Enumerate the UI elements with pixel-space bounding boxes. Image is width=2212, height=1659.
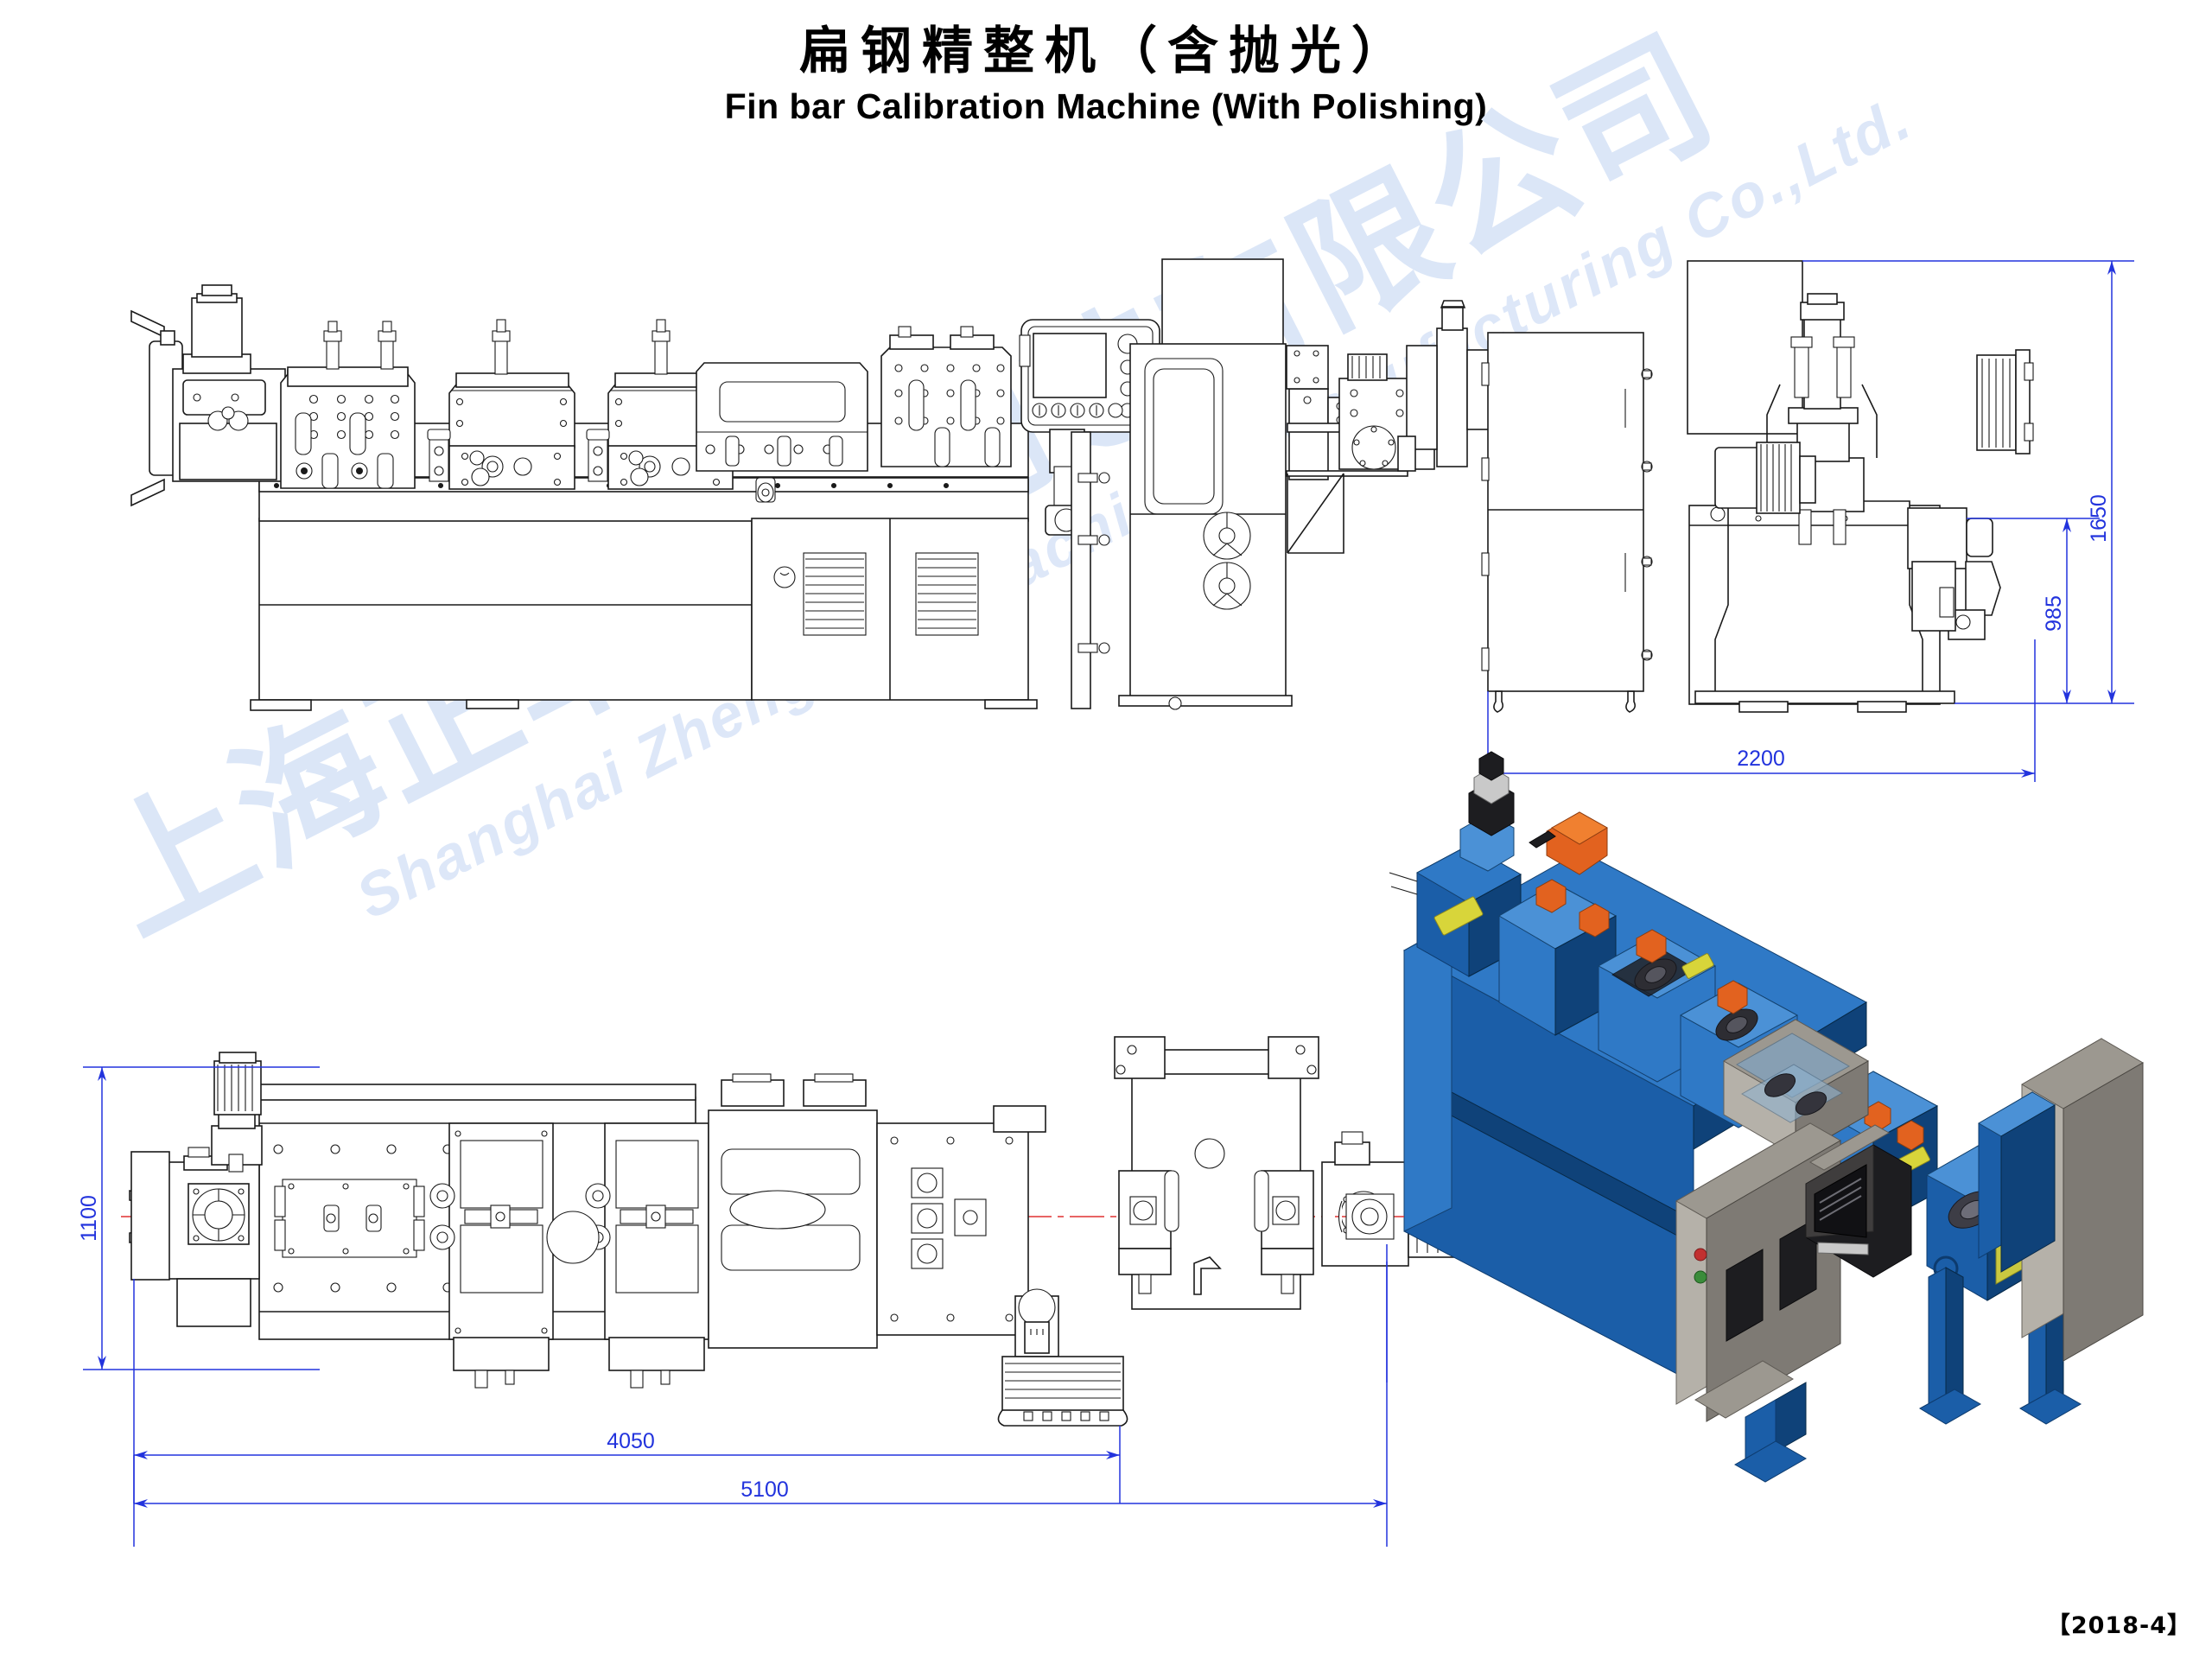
page-title-english: Fin bar Calibration Machine (With Polish… [724, 86, 1488, 127]
cabinet-casters [1493, 690, 1636, 713]
view-plan [121, 1036, 1503, 1427]
iso-polishing-hood [1723, 1019, 1870, 1157]
iso-detail-fragment [1335, 1193, 1404, 1240]
plan-hole-plate [876, 1105, 1046, 1336]
dimension-1650: 1650 [2087, 494, 2111, 543]
polishing-cabinet [1118, 258, 1293, 710]
sheet-code: 【2018-4】 [2046, 1612, 2191, 1639]
hmi-switch-row[interactable] [1032, 403, 1123, 418]
plan-infeed-drive [129, 1052, 263, 1327]
plan-enclosure [708, 1073, 878, 1349]
cabinet-vents [773, 552, 979, 636]
station-1-press [172, 284, 297, 482]
page-title-chinese: 扁钢精整机（含抛光） [798, 21, 1413, 80]
plan-exit-unit [1114, 1036, 1319, 1310]
iso-base-cabinet [1675, 1122, 1842, 1483]
station-3-roller-housing [427, 319, 575, 490]
dimension-985: 985 [2042, 595, 2066, 632]
view-front-elevation [130, 258, 1503, 711]
dimension-4050: 4050 [607, 1429, 655, 1453]
station-2-roller-housing [280, 321, 416, 489]
cabinet-latches[interactable] [1641, 368, 1653, 661]
dimension-2200: 2200 [1737, 747, 1785, 771]
iso-control-console[interactable] [1805, 1124, 1912, 1278]
iso-electrical-cabinet [1978, 1038, 2144, 1362]
dimension-group-side: 1650 985 2200 [1487, 260, 2134, 782]
plan-roller-station-b [546, 1122, 709, 1389]
pipe-fittings [1077, 472, 1110, 654]
cabinet-hinges [1481, 362, 1490, 671]
view-side-elevation [1481, 260, 2034, 713]
plan-pendant [997, 1288, 1128, 1427]
polishing-head-assembly [1286, 300, 1503, 554]
view-isometric-render [1335, 751, 2144, 1483]
hmi-screen[interactable] [1033, 333, 1107, 398]
station-5-plate [880, 326, 1012, 467]
plan-roller-station-a [429, 1122, 554, 1389]
drive-motor-side [1714, 442, 1816, 514]
dimension-1100: 1100 [77, 1195, 101, 1242]
machine-enclosure-window [696, 362, 868, 503]
handwheels[interactable] [1203, 512, 1251, 610]
title-block: 扁钢精整机（含抛光） Fin bar Calibration Machine (… [0, 22, 2212, 127]
machine-side-body [1687, 260, 2034, 713]
iso-infeed-head [1389, 751, 1608, 977]
dimension-5100: 5100 [741, 1478, 789, 1502]
dust-collector-cabinet [1481, 332, 1653, 713]
